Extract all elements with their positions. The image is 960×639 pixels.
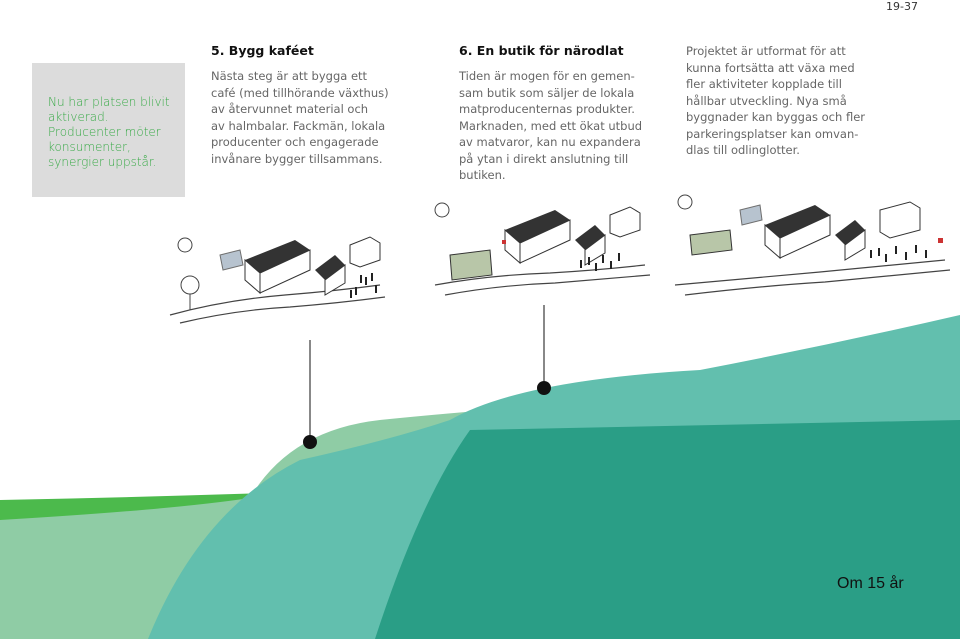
growth-band-teal-dark [375,420,960,639]
timeline-marker-dot-2 [537,381,551,395]
future-growth-body: Projektet är utformat för att kunna fort… [686,44,865,157]
sketch-growth-illustration [674,194,951,296]
sketch-shop-illustration [434,202,651,296]
summary-box [32,63,185,197]
page-number: 19-37 [886,0,918,13]
step-6-title: 6. En butik för närodlat [459,43,624,58]
summary-text: Nu har platsen blivit aktiverad. Produce… [48,95,170,169]
step-6-body: Tiden är mogen för en gemen- sam butik s… [459,69,643,182]
step-5-body: Nästa steg är att bygga ett café (med ti… [211,69,389,166]
step-5-title: 5. Bygg kaféet [211,43,314,58]
time-label: Om 15 år [837,575,904,592]
sketch-cafe-illustration [169,236,386,324]
timeline-marker-dot-1 [303,435,317,449]
